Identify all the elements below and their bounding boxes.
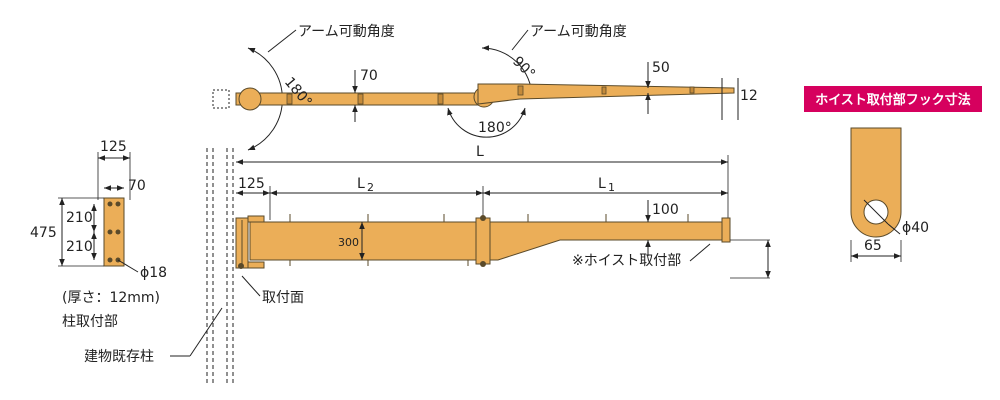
side-view: L 125 L 2 L 1 — [84, 144, 771, 385]
dim-300: 300 — [338, 236, 359, 249]
hook-detail: ホイスト取付部フック寸法 ϕ40 65 — [804, 86, 982, 262]
angle-label-1: アーム可動角度 — [298, 24, 395, 40]
hook-dim-65: 65 — [864, 238, 882, 254]
joint-plate — [475, 217, 491, 265]
hook-title-badge — [804, 86, 982, 112]
plate-thickness: (厚さ：12mm) — [62, 290, 160, 306]
dim-50: 50 — [652, 60, 670, 76]
arm-body-1 — [249, 221, 477, 261]
arm-bolt-e — [601, 86, 607, 95]
plate-dim-210-b: 210 — [66, 239, 93, 255]
dim-12: 12 — [740, 88, 758, 104]
dim-70-top: 70 — [360, 68, 378, 84]
arm-bolt-a — [286, 93, 293, 105]
dim-100: 100 — [652, 202, 679, 218]
column-plate — [103, 197, 125, 267]
arm-bolt-c — [437, 93, 444, 105]
pivot-1 — [238, 87, 262, 111]
plate-caption: 柱取付部 — [62, 314, 118, 330]
plate-dim-475: 475 — [30, 225, 57, 241]
angle-180-b: 180° — [478, 120, 512, 136]
dim-L2: L — [357, 176, 365, 192]
hook-dim-phi40: ϕ40 — [902, 220, 929, 236]
dim-L1-sub: 1 — [608, 181, 615, 194]
dim-L: L — [476, 144, 484, 160]
hook-title: ホイスト取付部フック寸法 — [815, 92, 971, 108]
dim-L1: L — [598, 176, 606, 192]
dim-L2-sub: 2 — [367, 181, 374, 194]
top-bolts — [289, 214, 689, 266]
plate-dim-125: 125 — [100, 139, 127, 155]
plate-dim-phi18: ϕ18 — [140, 265, 167, 281]
angle-label-2: アーム可動角度 — [530, 24, 627, 40]
arm-bolt-d — [517, 85, 524, 96]
plate-dim-210-a: 210 — [66, 210, 93, 226]
plate-dim-70: 70 — [128, 178, 146, 194]
end-cap — [721, 217, 731, 243]
column-plate-view: 125 70 475 210 210 ϕ18 (厚さ：12mm) 柱取付部 — [30, 139, 167, 330]
rotation-arc-3 — [447, 107, 526, 138]
hoist-note: ※ホイスト取付部 — [572, 253, 681, 269]
arm-bolt-f — [689, 86, 695, 94]
mount-face-label: 取付面 — [262, 290, 304, 306]
angle-90: 90° — [509, 54, 538, 83]
hook-plate — [850, 127, 902, 238]
arm-bolt-b — [357, 93, 364, 105]
existing-column-label: 建物既存柱 — [84, 349, 154, 365]
dim-125-side: 125 — [238, 176, 265, 192]
top-view: アーム可動角度 アーム可動角度 180° 90° 180° 70 50 12 — [212, 24, 758, 151]
wall-bracket-top — [212, 89, 230, 109]
